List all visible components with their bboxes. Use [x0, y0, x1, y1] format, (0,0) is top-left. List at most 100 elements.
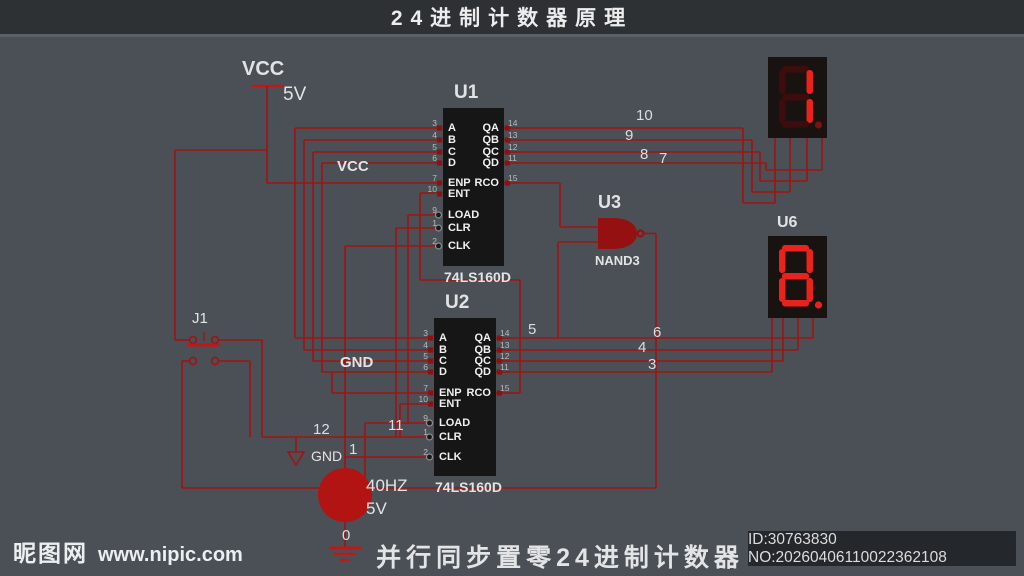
- chip-part-label: 74LS160D: [444, 269, 511, 285]
- pin-name-qa: QA: [482, 121, 500, 134]
- chip-ref-label: U2: [445, 292, 470, 313]
- pin-number: 11: [508, 152, 517, 163]
- switch-ref-label: J1: [192, 310, 208, 327]
- net-label-4: 4: [638, 339, 647, 356]
- pin-number: 9: [432, 204, 437, 215]
- active-low-bubble-icon: [425, 419, 434, 427]
- pin-number: 7: [432, 172, 437, 183]
- net-label-8: 8: [640, 146, 649, 163]
- stock-id-text: ID:30763830 NO:20260406110022362108: [748, 530, 947, 566]
- pin-number: 1: [423, 426, 428, 437]
- pin-number: 15: [500, 382, 510, 393]
- pin-name-clk: CLK: [448, 239, 471, 252]
- pin-number: 13: [508, 129, 518, 140]
- active-low-bubble-icon: [434, 242, 443, 250]
- pin-number: 10: [418, 393, 428, 404]
- pin-name-qb: QB: [482, 133, 500, 146]
- net-label-1: 1: [349, 441, 358, 458]
- nand-ref-label: U3: [598, 192, 622, 212]
- pin-number: 4: [423, 339, 428, 350]
- pin-name-clr: CLR: [439, 430, 462, 443]
- pin-name-load: LOAD: [439, 416, 471, 429]
- clock-voltage-label: 5V: [366, 499, 387, 518]
- active-low-bubble-icon: [434, 224, 443, 232]
- pin-name-qd: QD: [482, 156, 500, 169]
- net-label-9: 9: [625, 127, 634, 144]
- pin-number: 6: [423, 361, 428, 372]
- vcc-voltage-label: 5V: [283, 84, 307, 105]
- pin-name-c: C: [448, 145, 456, 158]
- active-low-bubble-icon: [434, 211, 443, 219]
- pin-number: 10: [427, 183, 437, 194]
- pin-name-qc: QC: [482, 145, 500, 158]
- seven-segment-display-u6: [768, 236, 827, 323]
- pin-number: 3: [423, 327, 428, 338]
- net-label-6: 6: [653, 324, 662, 341]
- watermark: 昵图网 www.nipic.com: [13, 534, 243, 568]
- net-label-10: 10: [636, 107, 653, 124]
- schematic-caption: 并行同步置零24进制计数器: [376, 544, 744, 572]
- pin-name-load: LOAD: [448, 208, 480, 221]
- watermark-site-name: 昵图网: [13, 540, 88, 566]
- pin-number: 12: [500, 350, 510, 361]
- page-title: 24进制计数器原理: [390, 7, 634, 30]
- chip-part-label: 74LS160D: [435, 479, 502, 495]
- net-label-12: 12: [313, 421, 330, 438]
- pin-number: 14: [508, 117, 518, 128]
- pin-number: 5: [423, 350, 428, 361]
- pin-name-enp: ENP: [439, 386, 462, 399]
- pin-name-qd: QD: [474, 365, 492, 378]
- pin-number: 3: [432, 117, 437, 128]
- pin-number: 5: [432, 141, 437, 152]
- chip-u1: [443, 108, 504, 266]
- stock-id-box: ID:30763830 NO:20260406110022362108: [748, 531, 1016, 566]
- pin-name-d: D: [448, 156, 456, 169]
- watermark-url: www.nipic.com: [98, 544, 243, 566]
- clock-source-icon: [318, 468, 372, 522]
- pin-number: 2: [432, 235, 437, 246]
- pin-number: 7: [423, 382, 428, 393]
- pin-name-rco: RCO: [466, 386, 491, 399]
- net-label-11: 11: [388, 417, 404, 434]
- pin-name-ent: ENT: [439, 397, 461, 410]
- active-low-bubble-icon: [425, 433, 434, 441]
- pin-number: 9: [423, 412, 428, 423]
- pin-number: 14: [500, 327, 510, 338]
- pin-name-b: B: [448, 133, 456, 146]
- title-bar-divider: [0, 34, 1024, 37]
- title-bar: 24进制计数器原理: [0, 0, 1024, 34]
- pin-name-qc: QC: [474, 354, 492, 367]
- chip-ref-label: U1: [454, 82, 479, 103]
- pin-number: 1: [432, 217, 437, 228]
- switch-j1: [188, 332, 220, 366]
- pin-number: 15: [508, 172, 518, 183]
- pin-name-clr: CLR: [448, 221, 471, 234]
- vcc-rail-label: VCC: [337, 158, 369, 175]
- pin-number: 12: [508, 141, 518, 152]
- pin-number: 13: [500, 339, 510, 350]
- pin-name-b: B: [439, 343, 447, 356]
- net-label-7: 7: [659, 150, 668, 167]
- pin-name-ent: ENT: [448, 187, 470, 200]
- display-ref-label: U6: [777, 214, 798, 231]
- pin-name-qa: QA: [474, 331, 492, 344]
- pin-name-a: A: [439, 331, 447, 344]
- net-label-3: 3: [648, 356, 657, 373]
- seven-segment-display-1: [768, 57, 827, 143]
- pin-name-d: D: [439, 365, 447, 378]
- pin-name-rco: RCO: [474, 176, 499, 189]
- pin-number: 2: [423, 446, 428, 457]
- pin-name-a: A: [448, 121, 456, 134]
- active-low-bubble-icon: [425, 453, 434, 461]
- pin-number: 6: [432, 152, 437, 163]
- clock-frequency-label: 40HZ: [366, 476, 408, 495]
- pin-number: 4: [432, 129, 437, 140]
- chip-u2: [434, 318, 496, 476]
- net-label-0: 0: [342, 527, 351, 544]
- nand-gate-shape: [598, 218, 645, 249]
- gnd-symbol-label: GND: [311, 448, 343, 464]
- pin-name-clk: CLK: [439, 450, 462, 463]
- pin-number: 11: [500, 361, 509, 372]
